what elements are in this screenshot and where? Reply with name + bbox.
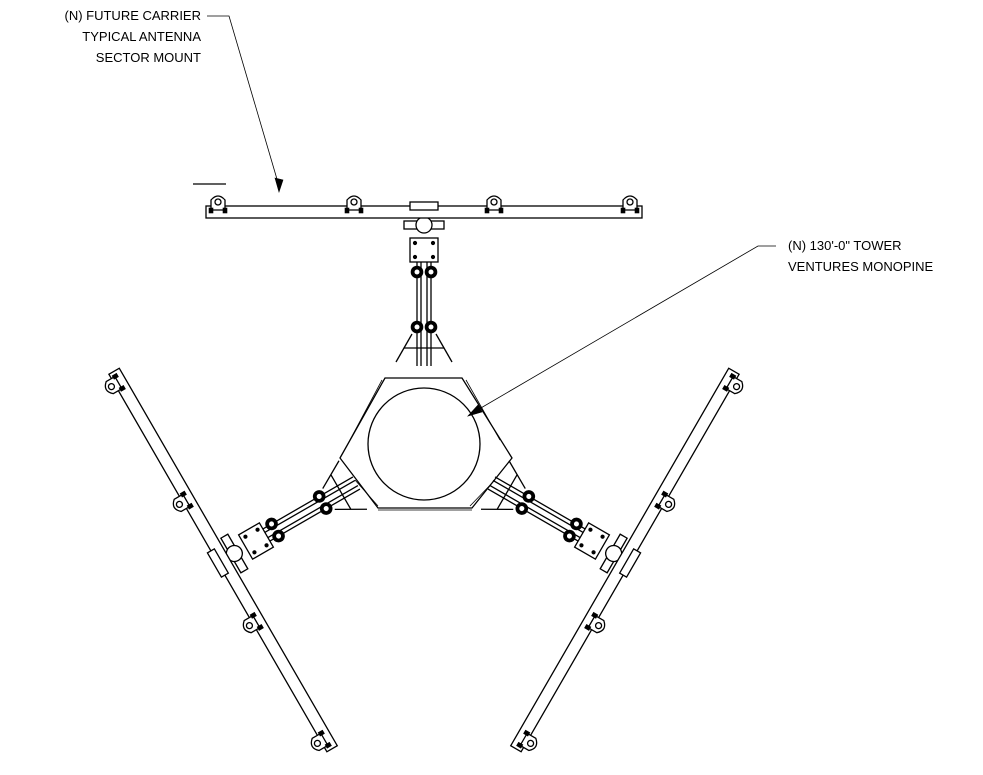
mount-callout: (N) FUTURE CARRIER TYPICAL ANTENNA SECTO… xyxy=(65,8,202,65)
tower-callout: (N) 130'-0" TOWER VENTURES MONOPINE xyxy=(788,238,934,274)
tower-callout-leader xyxy=(467,245,776,417)
sector-mount-gamma xyxy=(100,294,465,757)
tower-callout-line1: (N) 130'-0" TOWER xyxy=(788,238,902,253)
mount-callout-line3: SECTOR MOUNT xyxy=(96,50,201,65)
mount-callout-leader xyxy=(207,15,284,194)
monopine-tower xyxy=(367,387,481,501)
mount-callout-line1: (N) FUTURE CARRIER xyxy=(65,8,202,23)
sector-mount-alpha xyxy=(206,196,642,366)
mount-callout-line2: TYPICAL ANTENNA xyxy=(82,29,201,44)
tower-callout-line2: VENTURES MONOPINE xyxy=(788,259,934,274)
sector-mount-beta xyxy=(383,294,748,757)
